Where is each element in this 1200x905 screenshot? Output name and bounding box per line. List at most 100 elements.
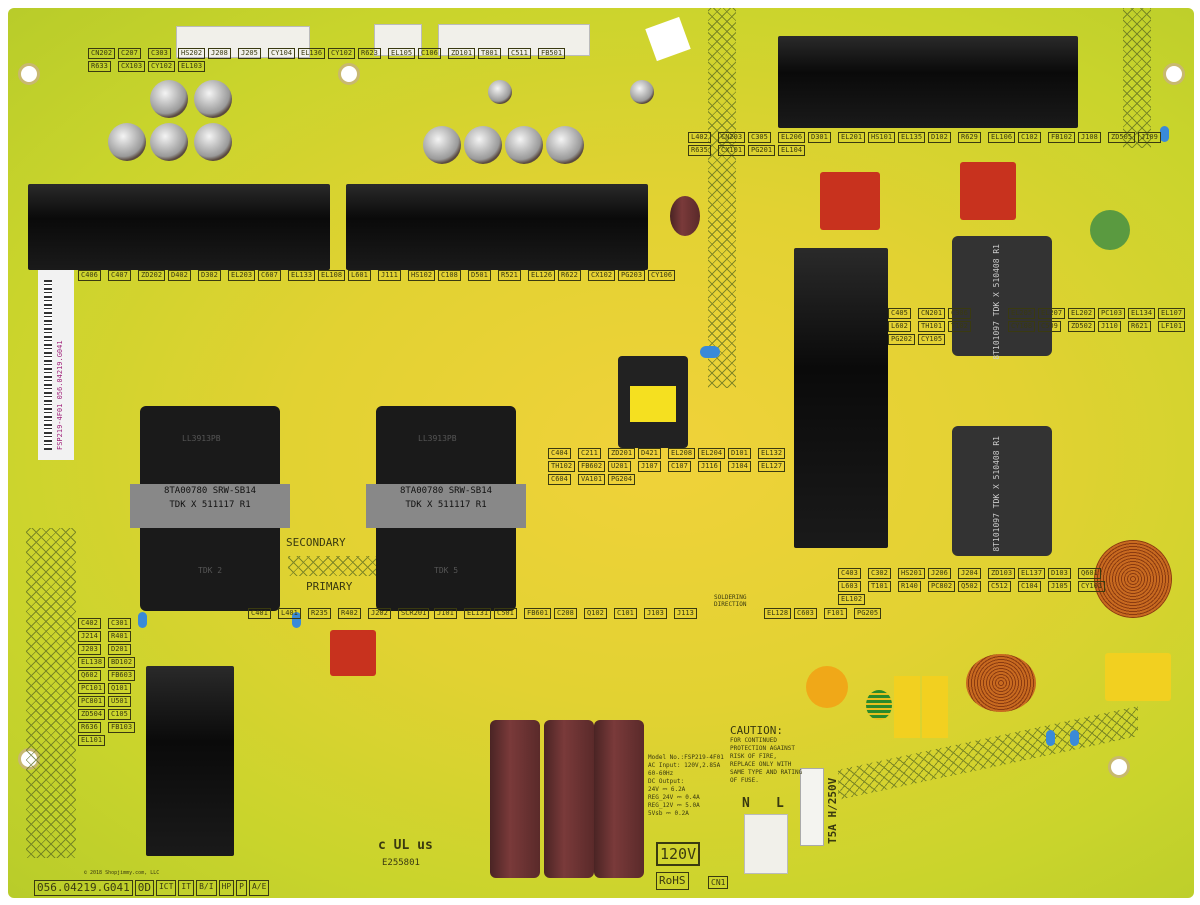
designator-el132: EL132 — [758, 448, 786, 459]
designator-c402: C402 — [78, 618, 101, 629]
transformer-label: TDK X 511117 R1 — [405, 500, 487, 510]
toroid-inductor-l603 — [1094, 540, 1172, 618]
secondary-label: SECONDARY — [286, 536, 346, 549]
designator-hs201: HS201 — [898, 568, 926, 579]
designator-el131: EL131 — [464, 608, 492, 619]
designator-pg202: PG202 — [888, 334, 916, 345]
dc-output-title: DC Output: — [648, 778, 685, 785]
designator-j208: J208 — [208, 48, 231, 59]
designator-q101: Q101 — [108, 683, 131, 694]
designator-r622: R622 — [558, 270, 581, 281]
designator-el138: EL138 — [78, 657, 106, 668]
designator-c511: C511 — [508, 48, 531, 59]
designator-j101: J101 — [434, 608, 457, 619]
designator-cx101: CX101 — [718, 145, 746, 156]
designator-el202: EL202 — [1068, 308, 1096, 319]
connector-cn202 — [176, 26, 310, 58]
varistor — [806, 666, 848, 708]
designator-j104: J104 — [728, 461, 751, 472]
designator-r621: R621 — [1128, 321, 1151, 332]
designator-pg203: PG203 — [618, 270, 646, 281]
designator-r629: R629 — [958, 132, 981, 143]
ground-trace — [708, 8, 736, 388]
designator-t102: T102 — [948, 321, 971, 332]
soldering-direction: SOLDERING DIRECTION — [714, 594, 747, 608]
capacitor — [423, 126, 461, 164]
designator-c509: C509 — [1038, 321, 1061, 332]
transformer-top-label: LL3913PB — [182, 434, 221, 443]
fuse-caution: CAUTION: FOR CONTINUED PROTECTION AGAINS… — [730, 724, 804, 785]
designator-el103: EL103 — [178, 61, 206, 72]
designator-pc101: PC101 — [78, 683, 106, 694]
capacitor — [194, 123, 232, 161]
designator-c512: C512 — [988, 581, 1011, 592]
heatsink-top — [778, 36, 1078, 128]
caution-title: CAUTION: — [730, 724, 783, 737]
designator-th101: TH101 — [918, 321, 946, 332]
designator-c104: C104 — [1018, 581, 1041, 592]
electrolytic-capacitor — [594, 720, 644, 878]
mounting-hole — [18, 63, 40, 85]
designator-lf101: LF101 — [1158, 321, 1186, 332]
designator-q102: Q102 — [584, 608, 607, 619]
designator-r401: R401 — [108, 631, 131, 642]
capacitor — [488, 80, 512, 104]
designator-j113: J113 — [674, 608, 697, 619]
designator-d201: D201 — [108, 644, 131, 655]
designator-c401: C401 — [248, 608, 271, 619]
designator-zd502: ZD502 — [1068, 321, 1096, 332]
designator-l402: L402 — [688, 132, 711, 143]
ac-input-connector[interactable] — [744, 814, 788, 874]
heatsink-hs202 — [346, 184, 648, 270]
designator-cy105: CY105 — [918, 334, 946, 345]
designator-r521: R521 — [498, 270, 521, 281]
revision: 0D — [134, 880, 154, 896]
designator-c501: C501 — [494, 608, 517, 619]
film-capacitor — [330, 630, 376, 676]
designator-el134: EL134 — [1128, 308, 1156, 319]
designator-scr201: SCR201 — [398, 608, 430, 619]
designator-r633: R633 — [88, 61, 111, 72]
ground-trace — [288, 556, 388, 576]
designator-j214: J214 — [78, 631, 101, 642]
designator-d421: D421 — [638, 448, 661, 459]
designator-cy102: CY102 — [328, 48, 356, 59]
voltage-box: 120V — [656, 842, 701, 866]
designator-j204: J204 — [958, 568, 981, 579]
y-capacitor — [1070, 730, 1079, 746]
designator-c102: C102 — [1018, 132, 1041, 143]
designator-el101: EL101 — [78, 735, 106, 746]
x-capacitor — [894, 676, 920, 738]
capacitor — [194, 80, 232, 118]
designator-va101: VA101 — [578, 474, 606, 485]
designator-cy104: CY104 — [268, 48, 296, 59]
transformer-label: TDK X 511117 R1 — [169, 500, 251, 510]
designator-j116: J116 — [698, 461, 721, 472]
choke — [866, 690, 892, 720]
ground-trace — [838, 706, 1138, 800]
designator-fb603: FB603 — [108, 670, 136, 681]
designator-el127: EL127 — [758, 461, 786, 472]
designator-el126: EL126 — [528, 270, 556, 281]
ground-trace — [26, 528, 76, 858]
designator-u201: U201 — [608, 461, 631, 472]
designator-zd504: ZD504 — [78, 709, 106, 720]
capacitor — [464, 126, 502, 164]
dc-output: REG_12V ⎓ 5.0A — [648, 802, 700, 809]
y-capacitor — [138, 612, 147, 628]
designator-c403: C403 — [838, 568, 861, 579]
designator-pg205: PG205 — [854, 608, 882, 619]
designator-th102: TH102 — [548, 461, 576, 472]
designator-c306: C306 — [948, 308, 971, 319]
designator-j202: J202 — [368, 608, 391, 619]
designator-zd202: ZD202 — [138, 270, 166, 281]
designator-r636: R636 — [78, 722, 101, 733]
designator-r623: R623 — [358, 48, 381, 59]
designator-fb602: FB602 — [578, 461, 606, 472]
designator-q502: Q502 — [958, 581, 981, 592]
capacitor — [150, 123, 188, 161]
designator-j103: J103 — [644, 608, 667, 619]
designator-el102: EL102 — [838, 594, 866, 605]
designator-j111: J111 — [378, 270, 401, 281]
designator-cn202: CN202 — [88, 48, 116, 59]
